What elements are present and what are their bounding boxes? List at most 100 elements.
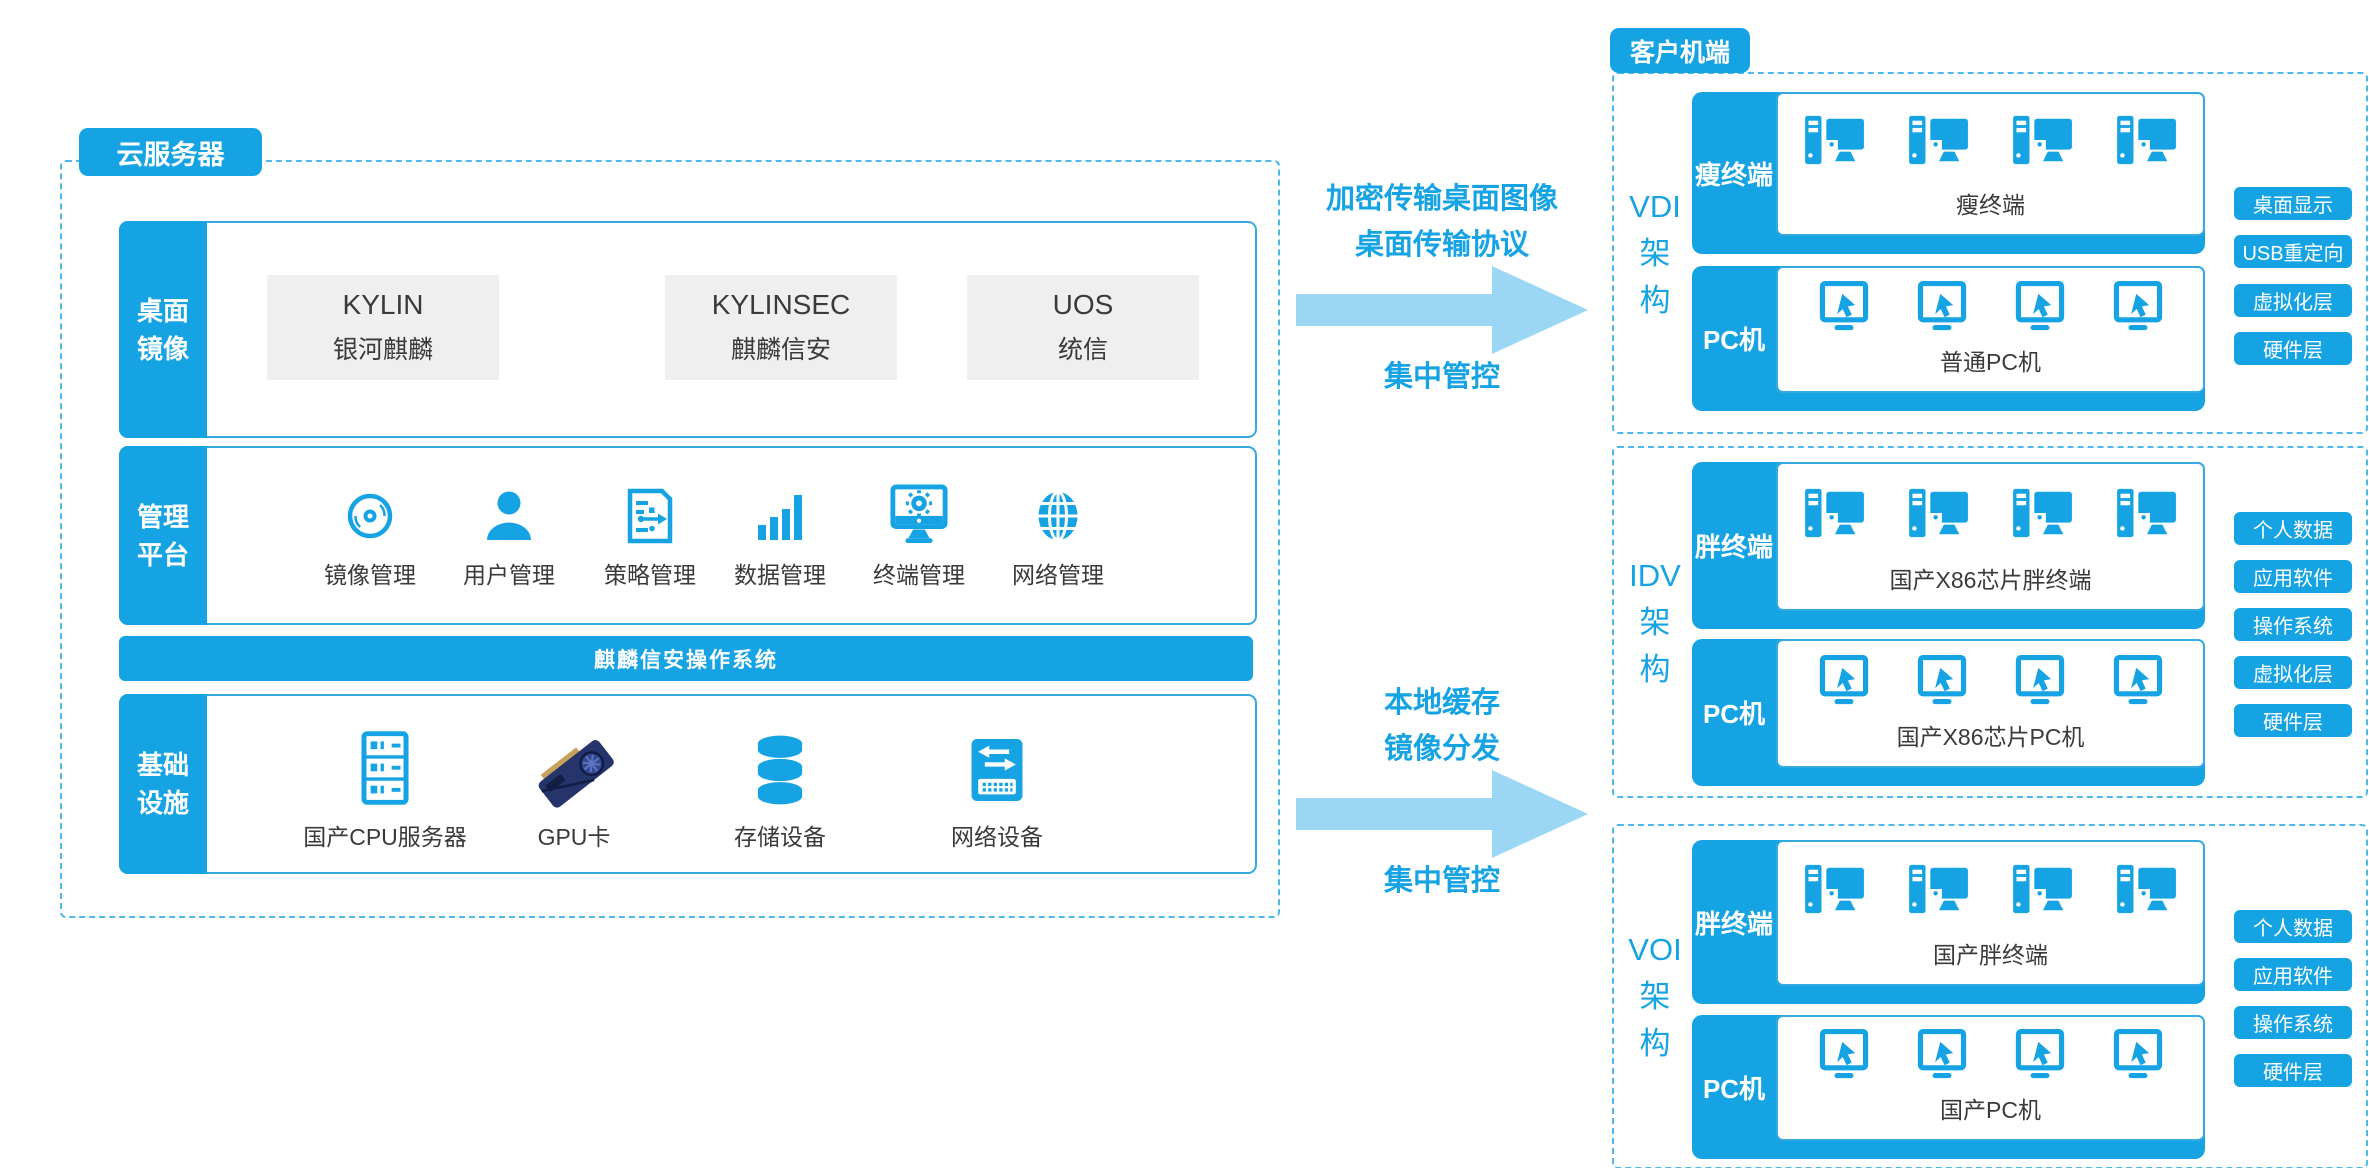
- infrastructure-row-tab: 基础 设施: [119, 694, 207, 874]
- os-card-subtitle: 麒麟信安: [730, 336, 831, 364]
- flow-text: 集中管控: [1383, 865, 1500, 897]
- layer-pill: 硬件层: [2234, 704, 2352, 737]
- desktop-pc-icon: [2116, 113, 2178, 167]
- layer-pill: 应用软件: [2234, 958, 2352, 991]
- cloud-server-tag: 云服务器: [79, 128, 262, 176]
- desktop-pc-icon: [1908, 113, 1970, 167]
- desktop-pc-icon: [1804, 862, 1866, 916]
- desktop-pc-icon: [2012, 113, 2074, 167]
- flow-text: 桌面传输协议: [1354, 229, 1529, 261]
- cloud-server-group-border: [60, 160, 1280, 918]
- layer-pill: 个人数据: [2234, 512, 2352, 545]
- monitor-cursor-icon: [1914, 281, 1970, 331]
- monitor-cursor-icon: [2110, 1029, 2166, 1079]
- client-side-tag: 客户机端: [1610, 28, 1750, 73]
- infra-item-label: 网络设备: [951, 824, 1043, 850]
- tab-line: 桌面: [136, 295, 189, 326]
- vdi-section: VDI 架 构 瘦终端 瘦终端 PC机: [1612, 72, 2368, 434]
- idv-arch-label: IDV 架 构: [1620, 448, 1690, 796]
- row-panel: 国产X86芯片胖终端: [1776, 462, 2205, 611]
- tab-line: 镜像: [136, 333, 189, 364]
- flow-text: 集中管控: [1383, 361, 1500, 393]
- arch-line: 构: [1639, 1026, 1671, 1061]
- mgmt-item-label: 策略管理: [604, 562, 696, 588]
- mgmt-item-label: 镜像管理: [324, 562, 416, 588]
- row-tab: PC机: [1702, 1073, 1766, 1104]
- arch-line: 构: [1639, 651, 1671, 687]
- idv-fat-terminal-row: 胖终端 国产X86芯片胖终端: [1692, 462, 2205, 629]
- infrastructure-row: 基础 设施: [119, 694, 1257, 874]
- arch-line: 架: [1639, 979, 1671, 1014]
- voi-pc-row: PC机 国产PC机: [1692, 1015, 2205, 1159]
- desktop-pc-icon: [2012, 486, 2074, 540]
- monitor-cursor-icon: [2110, 281, 2166, 331]
- row-tab: 胖终端: [1694, 532, 1773, 562]
- device-icons: [1804, 842, 2178, 936]
- tab-line: 基础: [136, 750, 189, 780]
- os-card-kylinsec: KYLINSEC 麒麟信安: [665, 275, 897, 380]
- bar-chart-icon: [752, 488, 808, 544]
- row-caption: 瘦终端: [1956, 192, 2025, 218]
- os-card-title: UOS: [1052, 289, 1114, 320]
- tab-line: 管理: [136, 501, 189, 532]
- row-panel: 瘦终端: [1776, 92, 2205, 236]
- infra-item-network-device: 网络设备: [912, 726, 1082, 852]
- server-rack-icon: [354, 730, 416, 806]
- infra-item-gpu: GPU卡: [489, 726, 659, 852]
- infra-item-storage: 存储设备: [695, 726, 865, 852]
- os-card-subtitle: 统信: [1057, 336, 1108, 364]
- monitor-cursor-icon: [1816, 655, 1872, 705]
- desktop-pc-icon: [2116, 862, 2178, 916]
- row-panel: 国产X86芯片PC机: [1776, 639, 2205, 768]
- row-caption: 国产胖终端: [1933, 942, 2048, 968]
- vdi-thin-terminal-row: 瘦终端 瘦终端: [1692, 92, 2205, 254]
- device-icons: [1816, 641, 2166, 718]
- storage-disks-icon: [749, 734, 811, 806]
- layer-pill: 硬件层: [2234, 1054, 2352, 1087]
- arch-line: VDI: [1629, 188, 1681, 224]
- os-card-kylin: KYLIN 银河麒麟: [267, 275, 499, 380]
- desktop-pc-icon: [2012, 862, 2074, 916]
- tab-line: 平台: [136, 539, 189, 570]
- mgmt-item-data: 数据管理: [720, 484, 840, 590]
- desktop-pc-icon: [1908, 486, 1970, 540]
- infra-item-cpu-server: 国产CPU服务器: [300, 726, 470, 852]
- desktop-pc-icon: [1804, 113, 1866, 167]
- arch-line: IDV: [1629, 557, 1681, 593]
- network-switch-icon: [966, 734, 1028, 806]
- device-icons: [1816, 1017, 2166, 1091]
- layer-pill: 硬件层: [2234, 332, 2352, 365]
- user-icon: [481, 488, 537, 544]
- mgmt-item-label: 数据管理: [734, 562, 826, 588]
- mgmt-platform-row: 管理 平台: [119, 446, 1257, 625]
- layer-pill: 桌面显示: [2234, 187, 2352, 220]
- device-icons: [1816, 268, 2166, 343]
- row-panel: 国产PC机: [1776, 1015, 2205, 1141]
- os-card-subtitle: 银河麒麟: [332, 336, 433, 364]
- arch-line: 架: [1639, 235, 1671, 271]
- row-panel: 普通PC机: [1776, 266, 2205, 393]
- row-panel: 国产胖终端: [1776, 840, 2205, 986]
- device-icons: [1804, 94, 2178, 186]
- voi-section: VOI 架 构 胖终端 国产胖终端 PC机: [1612, 824, 2368, 1168]
- policy-document-icon: [622, 488, 678, 544]
- os-card-uos: UOS 统信: [967, 275, 1199, 380]
- mgmt-item-user: 用户管理: [449, 484, 569, 590]
- flow-text: 镜像分发: [1383, 733, 1500, 765]
- arch-line: 架: [1639, 604, 1671, 640]
- right-arrow: [1296, 266, 1588, 354]
- vdi-pc-row: PC机 普通PC机: [1692, 266, 2205, 411]
- monitor-cursor-icon: [2012, 281, 2068, 331]
- monitor-cursor-icon: [1816, 281, 1872, 331]
- gpu-card-icon: [531, 728, 617, 814]
- os-bar: 麒麟信安操作系统: [119, 636, 1253, 681]
- row-tab: 胖终端: [1694, 908, 1773, 939]
- tab-line: 设施: [136, 788, 189, 818]
- row-caption: 国产X86芯片胖终端: [1889, 567, 2092, 593]
- desktop-pc-icon: [2116, 486, 2178, 540]
- desktop-image-row-tab: 桌面 镜像: [119, 221, 207, 438]
- layer-pill: USB重定向: [2234, 235, 2352, 268]
- globe-icon: [1030, 488, 1086, 544]
- device-icons: [1804, 464, 2178, 561]
